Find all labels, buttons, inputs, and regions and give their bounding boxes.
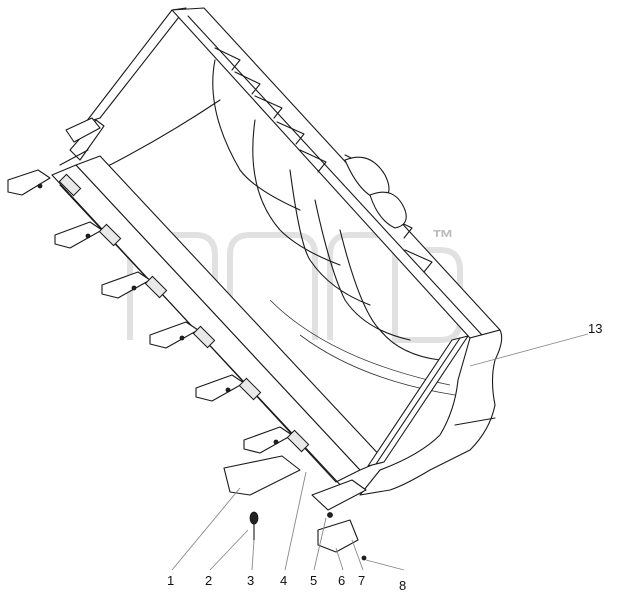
watermark-trademark: ™	[432, 225, 454, 250]
bolt-details	[37, 183, 367, 561]
callout-3: 3	[247, 573, 254, 588]
callout-8: 8	[399, 578, 406, 593]
bucket-ribs	[214, 47, 433, 273]
cutting-edge-beam	[51, 155, 385, 491]
bucket-teeth	[7, 169, 310, 496]
callout-13: 13	[588, 321, 602, 336]
side-clamp	[65, 117, 367, 553]
callout-4: 4	[280, 573, 287, 588]
watermark-logo: ™	[127, 225, 463, 343]
callout-5: 5	[310, 573, 317, 588]
callout-6: 6	[338, 573, 345, 588]
leader-lines	[171, 333, 589, 571]
bucket-side-plate	[359, 329, 503, 496]
callout-1: 1	[167, 573, 174, 588]
callout-labels: 1 2 3 4 5 6 7 8 13	[167, 321, 602, 593]
callout-2: 2	[205, 573, 212, 588]
side-column	[367, 335, 469, 467]
bucket-back-rim	[59, 7, 187, 166]
bucket-shell	[99, 59, 456, 396]
callout-7: 7	[358, 573, 365, 588]
